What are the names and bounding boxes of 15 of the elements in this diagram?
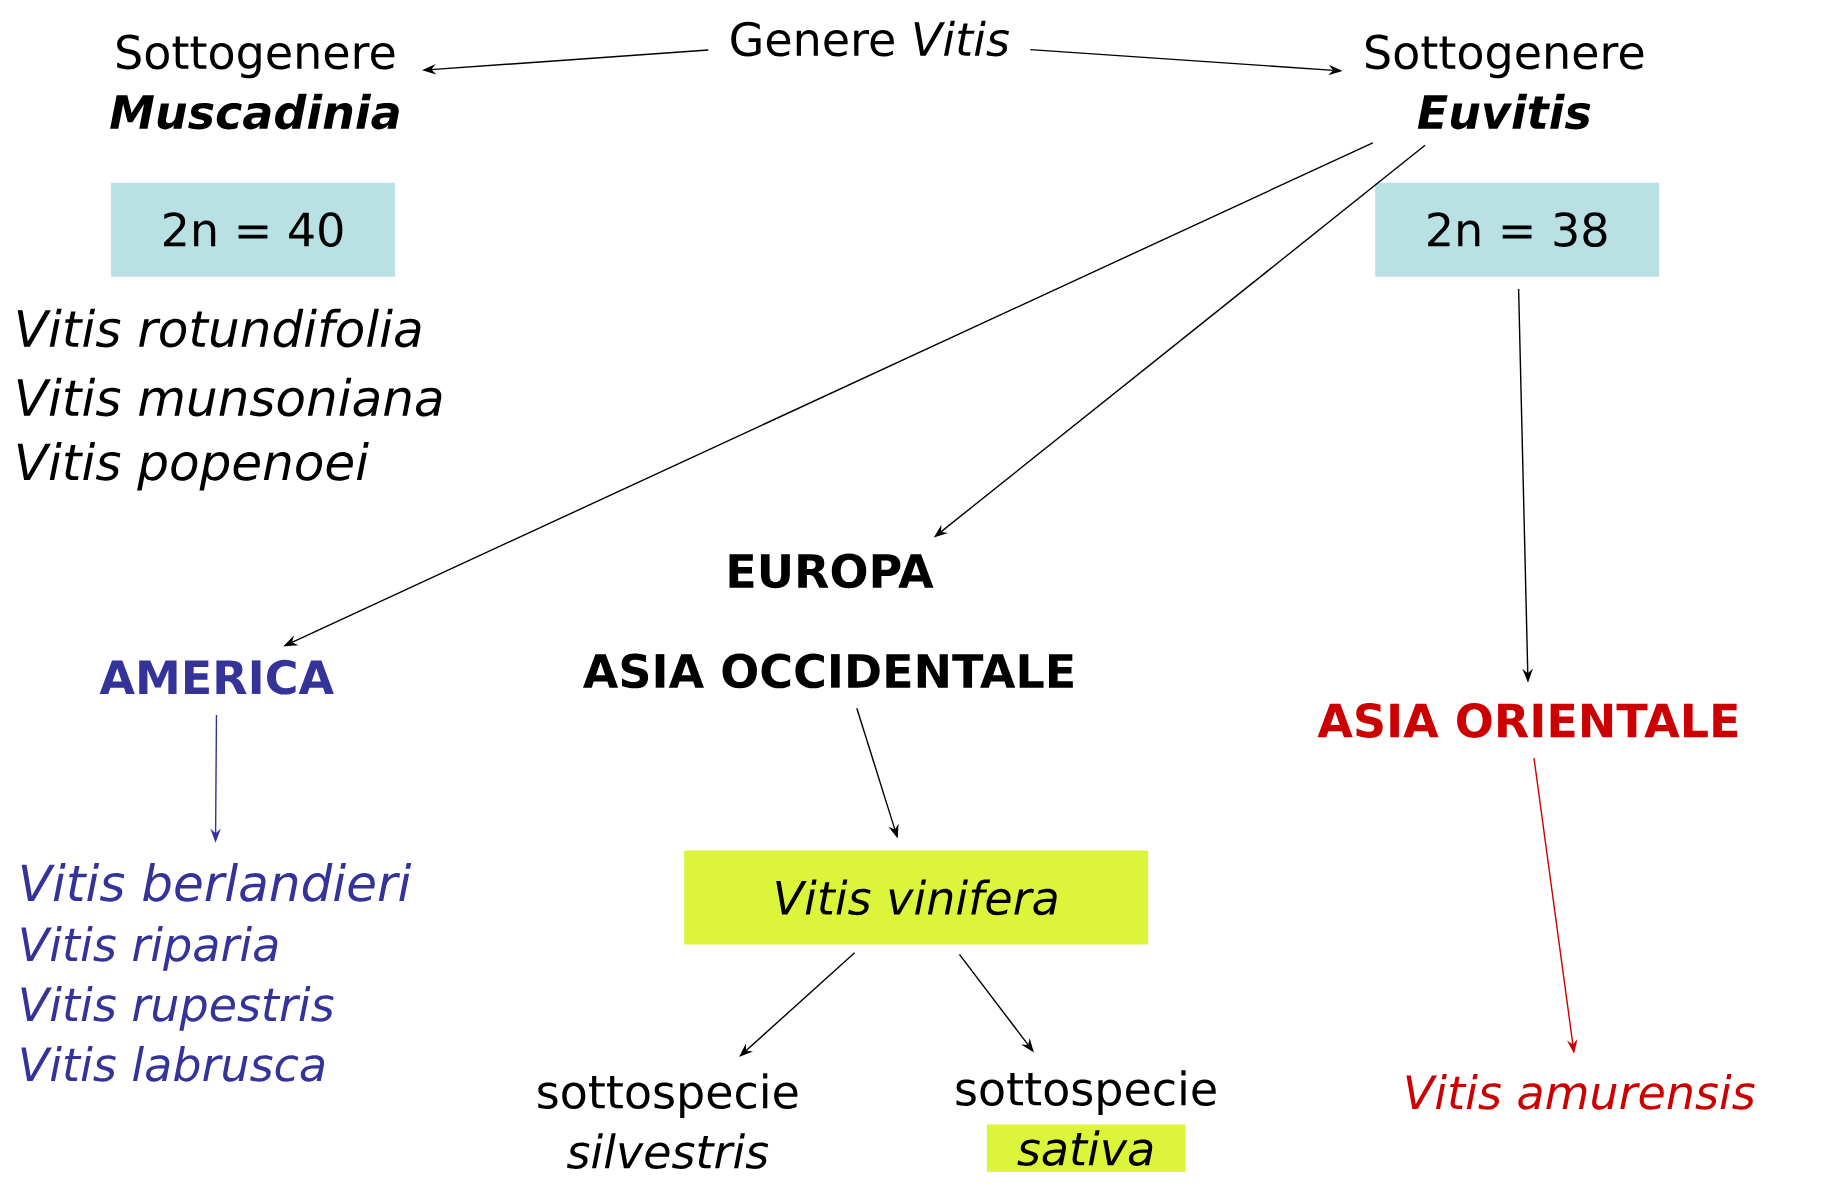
region-text: EUROPA ASIA OCCIDENTALE	[583, 553, 1073, 689]
taxon-text: sottospecie silvestris	[538, 1073, 798, 1170]
region-text: ASIA ORIENTALE	[1317, 703, 1738, 738]
taxon-text: Sottogenere Euvitis	[1366, 34, 1644, 130]
chromosome-box: 2n = 38	[1375, 182, 1660, 277]
subspecies-text: sottospecie sativa	[956, 1070, 1216, 1173]
heading-text: Genere Vitis	[731, 20, 1009, 57]
species-name: Vitis munsoniana	[17, 377, 442, 417]
chromosome-box: 2n = 40	[111, 182, 396, 277]
region-text: AMERICA	[99, 659, 334, 695]
species-box: Vitis vinifera	[684, 850, 1149, 945]
taxon-text: Sottogenere Muscadinia	[110, 34, 399, 130]
region-text: Vitis amurensis	[1406, 1074, 1755, 1110]
species-name: Vitis popenoei	[17, 442, 369, 491]
species-list: Vitis berlandieri Vitis riparia Vitis rupestris Vitis labrusca	[21, 863, 412, 1082]
